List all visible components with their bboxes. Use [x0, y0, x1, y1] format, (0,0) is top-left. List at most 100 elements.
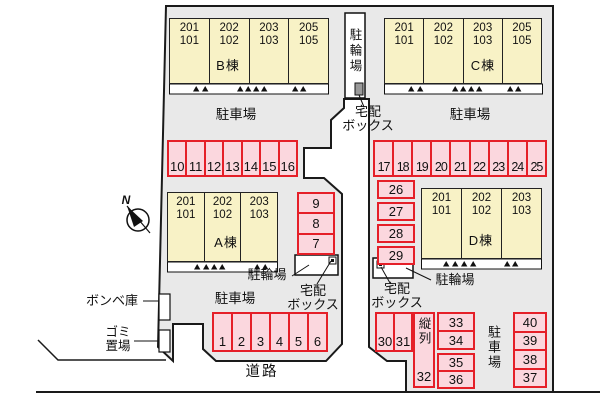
building-unit: 205 105 — [501, 19, 541, 83]
bicycle-shelter-a — [294, 254, 339, 276]
building-unit: 202 102 — [203, 193, 241, 261]
building-unit: 201 101 — [394, 22, 414, 47]
building-unit: 205 105 — [288, 19, 328, 83]
parking-space: 33 — [437, 312, 475, 332]
parking-lot-label-southeast: 駐車場 — [486, 324, 502, 370]
tandem-label: 縦列 — [416, 317, 431, 346]
delivery-box-label-d: 宅配 ボックス — [371, 281, 423, 311]
parking-space: 15 — [259, 140, 280, 177]
parking-space: 38 — [513, 349, 547, 370]
north-compass-icon — [126, 205, 151, 234]
building-unit: 203 103 — [248, 19, 289, 83]
leader-lines — [134, 94, 432, 342]
building-unit: 203 103 — [240, 193, 277, 261]
parking-space: 2 — [231, 312, 252, 352]
bicycle-label-d: 駐輪場 — [435, 272, 475, 287]
parking-space: 6 — [307, 312, 328, 352]
parking-lot-label-b: 駐車場 — [215, 107, 257, 122]
site-boundary — [156, 5, 554, 393]
building-a-label: A棟 — [214, 235, 238, 250]
parking-space: 17 — [373, 140, 395, 177]
building-d-label: D棟 — [468, 233, 494, 248]
parking-space: 18 — [392, 140, 414, 177]
parking-space: 13 — [222, 140, 243, 177]
parking-space: 23 — [487, 140, 509, 177]
garbage-label: ゴミ 置場 — [105, 325, 131, 353]
compass-n-label: N — [121, 193, 131, 207]
road-edge-line — [37, 339, 166, 361]
building-unit: 203 103 — [462, 19, 502, 83]
building-unit: 201 101 — [179, 22, 199, 47]
parking-space: 24 — [506, 140, 528, 177]
parking-space: 26 — [377, 180, 415, 199]
parking-space: 3 — [250, 312, 271, 352]
parking-space: 9 — [297, 192, 335, 215]
parking-space: 14 — [240, 140, 262, 177]
building-b-label: B棟 — [216, 58, 240, 73]
parking-space: 4 — [269, 312, 290, 352]
parking-space: 32 — [416, 369, 432, 384]
parking-space: 1 — [212, 312, 233, 352]
parking-space: 20 — [430, 140, 452, 177]
parking-space: 22 — [468, 140, 490, 177]
delivery-box-label-a: 宅配 ボックス — [287, 283, 339, 313]
porch-strip-d — [421, 258, 542, 270]
entry-triangles-d — [443, 261, 519, 267]
parking-space: 27 — [377, 202, 415, 221]
gas-storage-label: ボンベ庫 — [85, 293, 138, 308]
parking-space: 25 — [525, 140, 547, 177]
parking-space: 40 — [513, 312, 547, 333]
parking-space: 39 — [513, 330, 547, 351]
parking-lot-label-c: 駐車場 — [449, 107, 491, 122]
building-unit: 203 103 — [501, 189, 541, 258]
building-unit: 202 102 — [208, 19, 249, 83]
parking-space: 30 — [375, 312, 395, 352]
parking-space: 5 — [288, 312, 309, 352]
building-c-label: C棟 — [470, 58, 496, 73]
delivery-box-label-top: 宅配 ボックス — [342, 104, 394, 134]
parking-space: 11 — [185, 140, 206, 177]
parking-space: 21 — [449, 140, 471, 177]
delivery-box-a-icon-dot — [331, 259, 334, 262]
parking-space: 7 — [297, 232, 335, 255]
building-unit: 201 101 — [176, 196, 196, 221]
bicycle-label-top: 駐輪場 — [347, 27, 362, 75]
building-unit: 202 102 — [461, 189, 501, 258]
parking-space: 10 — [167, 140, 188, 177]
parking-space: 37 — [513, 367, 547, 388]
parking-space: 12 — [203, 140, 225, 177]
entry-triangles-c — [408, 86, 522, 92]
parking-space: 8 — [297, 212, 335, 235]
bicycle-label-a: 駐輪場 — [247, 267, 287, 282]
parking-col-26-29: 26 27 28 29 — [377, 180, 415, 265]
parking-space: 29 — [377, 246, 415, 265]
delivery-box-top-icon — [354, 82, 364, 96]
road-label: 道路 — [245, 364, 279, 380]
parking-space: 16 — [277, 140, 298, 177]
parking-space: 34 — [437, 330, 475, 350]
parking-space: 28 — [377, 224, 415, 243]
garbage-box — [158, 329, 171, 353]
parking-space: 36 — [437, 370, 475, 389]
parking-tandem-col: 縦列 32 — [413, 312, 435, 388]
building-unit: 202 102 — [423, 19, 462, 83]
entry-triangles-a — [194, 264, 269, 270]
parking-lot-label-a: 駐車場 — [214, 291, 256, 306]
parking-space: 19 — [411, 140, 433, 177]
parking-space: 31 — [393, 312, 413, 352]
gas-storage-box — [158, 293, 171, 321]
building-unit: 201 101 — [431, 192, 452, 217]
